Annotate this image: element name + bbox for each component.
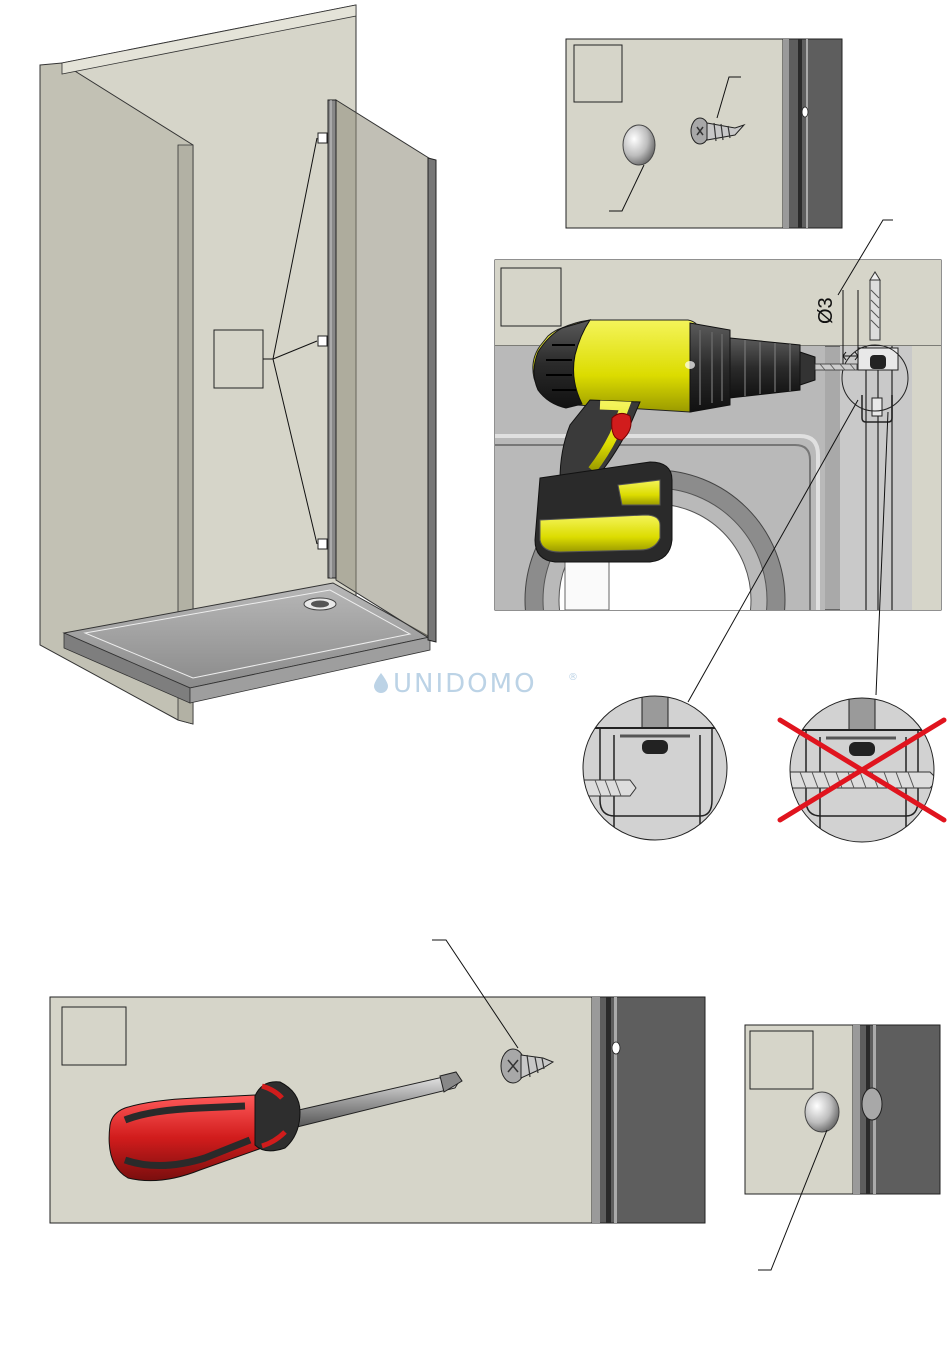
shower-enclosure	[40, 5, 436, 724]
parts-detail-panel	[566, 39, 842, 228]
label-box	[62, 1007, 126, 1065]
screwdriver-detail-panel	[50, 940, 705, 1223]
fixing-point-middle	[318, 336, 327, 346]
watermark-text: UNIDOMO	[393, 669, 537, 699]
incorrect-detail	[780, 698, 944, 842]
drilling-detail-panel: Ø3	[495, 220, 941, 730]
drill-diameter-label: Ø3	[815, 297, 837, 324]
cap-icon	[805, 1092, 839, 1132]
fixing-point-bottom	[318, 539, 327, 549]
label-box	[750, 1031, 813, 1089]
glass-panel	[336, 100, 432, 640]
label-box	[501, 268, 561, 326]
brand-watermark: UNIDOMO ®	[374, 669, 578, 699]
watermark-registered: ®	[568, 672, 578, 683]
cap-icon	[623, 125, 655, 165]
cap-detail-panel	[745, 1025, 940, 1270]
label-box	[574, 45, 622, 102]
correct-detail	[583, 696, 727, 840]
fixing-point-top	[318, 133, 327, 143]
callout-box	[214, 330, 263, 388]
screw-head	[862, 1088, 882, 1120]
